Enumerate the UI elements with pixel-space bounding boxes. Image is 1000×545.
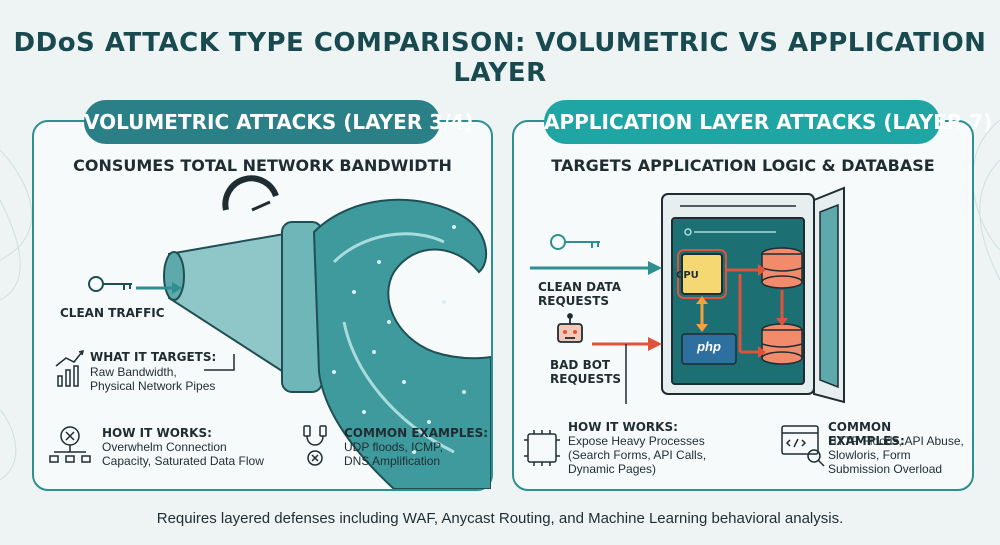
- server-door: [813, 186, 845, 404]
- how-it-works-line: Expose Heavy Processes: [568, 434, 705, 448]
- page-title: DDoS ATTACK TYPE COMPARISON: VOLUMETRIC …: [13, 28, 987, 88]
- how-it-works-line: Overwhelm Connection: [102, 440, 227, 454]
- examples-line: HTTP Floods, API Abuse,: [828, 434, 964, 448]
- examples-heading: COMMON EXAMPLES:: [344, 426, 489, 440]
- clean-requests-label: REQUESTS: [538, 294, 610, 308]
- flood-pipe-illustration: [49, 175, 491, 489]
- volumetric-subtitle: CONSUMES TOTAL NETWORK BANDWIDTH: [73, 156, 452, 175]
- volumetric-header: VOLUMETRIC ATTACKS (LAYER 3/4): [84, 100, 473, 144]
- key-icon: [88, 276, 132, 292]
- server-illustration: [524, 186, 845, 467]
- browser-code-search-icon: [781, 425, 825, 467]
- database-icon: [761, 323, 803, 365]
- php-icon: [681, 333, 737, 365]
- application-header: APPLICATION LAYER ATTACKS (LAYER 7): [544, 100, 992, 144]
- how-it-works-line: Dynamic Pages): [568, 462, 657, 476]
- footer-note: Requires layered defenses including WAF,…: [156, 510, 844, 527]
- targets-line: Raw Bandwidth,: [90, 365, 177, 379]
- growth-chart-icon: [55, 349, 85, 387]
- examples-line: UDP floods, ICMP,: [344, 440, 443, 454]
- database-icon: [761, 247, 803, 289]
- application-subtitle: TARGETS APPLICATION LOGIC & DATABASE: [551, 156, 935, 175]
- targets-heading: WHAT IT TARGETS:: [90, 350, 217, 364]
- how-it-works-heading: HOW IT WORKS:: [568, 420, 678, 434]
- application-panel: APPLICATION LAYER ATTACKS (LAYER 7) TARG…: [512, 100, 992, 491]
- clean-requests-label: CLEAN DATA: [538, 280, 622, 294]
- examples-line: Slowloris, Form: [828, 448, 911, 462]
- bot-requests-label: REQUESTS: [550, 372, 622, 386]
- cpu-label: CPU: [676, 270, 699, 281]
- examples-line: Submission Overload: [828, 462, 943, 476]
- bot-icon: [557, 313, 583, 343]
- key-icon: [550, 234, 600, 250]
- examples-heading: COMMON EXAMPLES:: [828, 420, 905, 448]
- network-icon: [49, 426, 91, 463]
- cable-icon: [303, 425, 327, 466]
- volumetric-panel: VOLUMETRIC ATTACKS (LAYER 3/4) CONSUMES …: [32, 100, 493, 491]
- how-it-works-line: (Search Forms, API Calls,: [568, 448, 707, 462]
- clean-traffic-label: CLEAN TRAFFIC: [60, 306, 165, 320]
- how-it-works-heading: HOW IT WORKS:: [102, 426, 212, 440]
- gauge-icon: [222, 175, 279, 212]
- php-label: php: [697, 339, 721, 354]
- bot-requests-label: BAD BOT: [550, 358, 611, 372]
- how-it-works-line: Capacity, Saturated Data Flow: [102, 454, 264, 468]
- processor-icon: [524, 430, 560, 466]
- targets-line: Physical Network Pipes: [90, 379, 216, 393]
- examples-line: DNS Amplification: [344, 454, 441, 468]
